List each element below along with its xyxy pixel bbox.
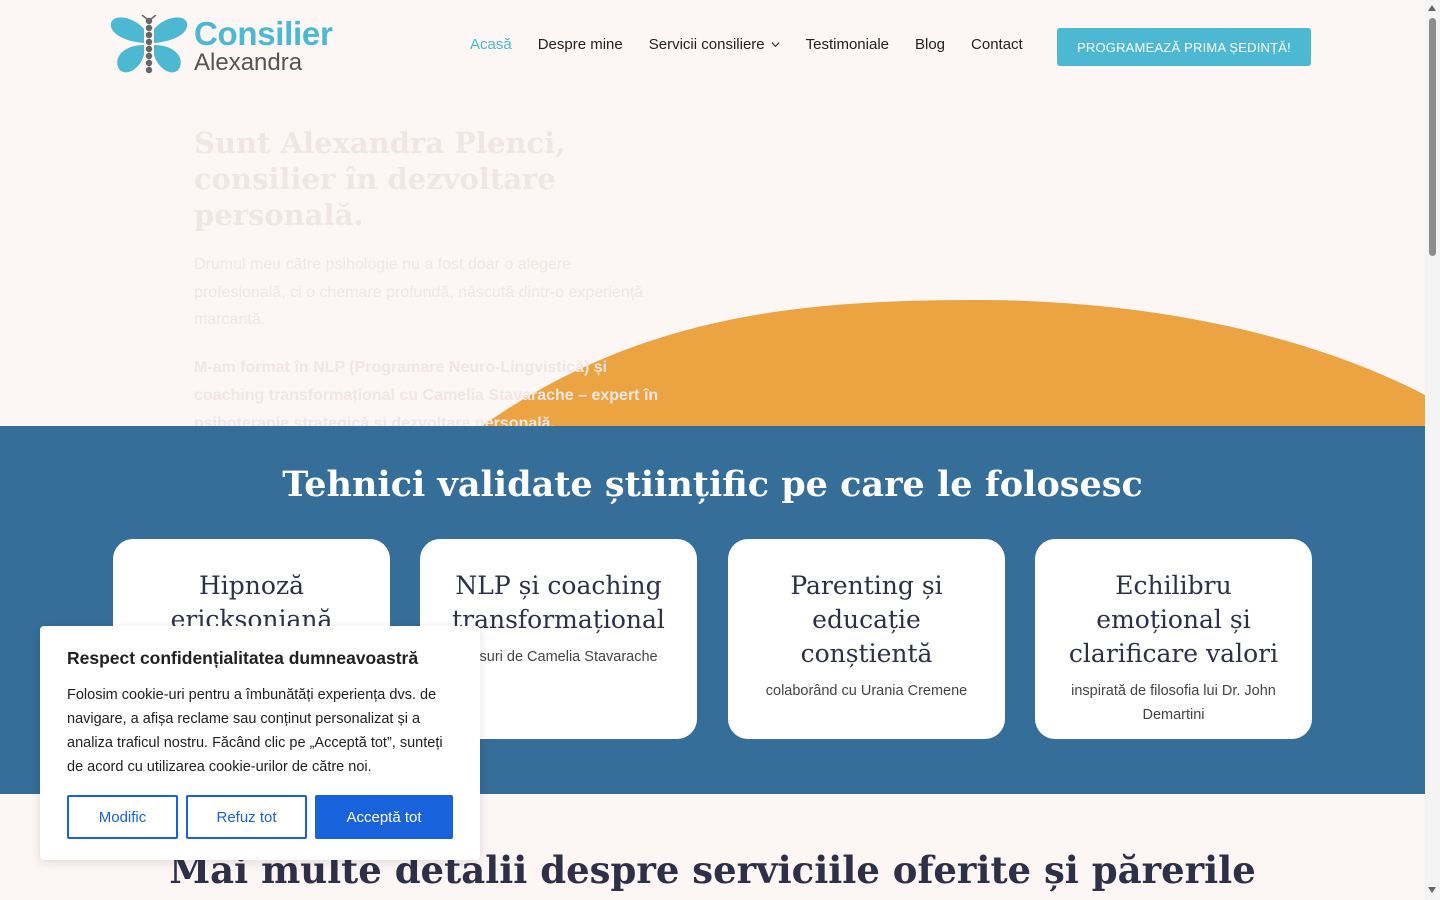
scroll-down-arrow-icon[interactable] <box>1428 887 1436 893</box>
page-scrollbar[interactable] <box>1425 0 1440 900</box>
techniques-title: Tehnici validate științific pe care le f… <box>282 464 1143 505</box>
technique-card-parenting: Parenting și educație conștientă colabor… <box>728 539 1005 739</box>
technique-card-title: NLP și coaching transformațional <box>452 571 665 634</box>
nav-item-services-label: Servicii consiliere <box>648 36 765 53</box>
cookie-description: Folosim cookie-uri pentru a îmbunătăți e… <box>67 687 443 775</box>
nav-item-home[interactable]: Acasă <box>470 36 512 53</box>
site-header: Consilier Alexandra Acasă Despre mine Se… <box>0 0 1425 95</box>
nav-item-services[interactable]: Servicii consiliere <box>649 36 780 53</box>
technique-card-title: Echilibru emoțional și clarificare valor… <box>1068 571 1279 668</box>
logo-subtitle: Alexandra <box>194 49 303 76</box>
site-logo[interactable]: Consilier Alexandra <box>108 14 338 78</box>
book-session-button[interactable]: PROGRAMEAZĂ PRIMA ȘEDINȚĂ! <box>1057 28 1311 66</box>
nav-item-blog[interactable]: Blog <box>915 36 946 53</box>
chevron-down-icon <box>771 42 780 48</box>
hero-arc-decoration <box>482 300 1425 426</box>
technique-card-title: Parenting și educație conștientă <box>790 571 943 668</box>
logo-title: Consilier <box>194 15 333 52</box>
hero-training-text: M-am format în NLP (Programare Neuro-Lin… <box>194 358 659 427</box>
cookie-customize-button[interactable]: Modific <box>67 795 178 839</box>
hero-intro-text: Drumul meu către psihologie nu a fost do… <box>194 256 644 328</box>
nav-item-contact[interactable]: Contact <box>971 36 1023 53</box>
scroll-up-arrow-icon[interactable] <box>1428 5 1436 11</box>
scrollbar-thumb[interactable] <box>1429 18 1436 256</box>
technique-card-subtitle: cursuri de Camelia Stavarache <box>459 649 658 665</box>
technique-card-subtitle: inspirată de filosofia lui Dr. John Dema… <box>1071 683 1276 723</box>
main-nav: Acasă Despre mine Servicii consiliere Te… <box>470 36 1049 53</box>
hero-section: Sunt Alexandra Plenci, consilier în dezv… <box>0 95 1425 426</box>
technique-card-subtitle: colaborând cu Urania Cremene <box>765 683 968 699</box>
cookie-reject-all-button[interactable]: Refuz tot <box>186 795 307 839</box>
cookie-consent-dialog: Respect confidențialitatea dumneavoastră… <box>40 626 480 860</box>
cookie-title: Respect confidențialitatea dumneavoastră <box>67 648 419 668</box>
nav-item-testimonials[interactable]: Testimoniale <box>805 36 889 53</box>
hero-title: Sunt Alexandra Plenci, consilier în dezv… <box>194 126 566 232</box>
technique-card-emotional-balance: Echilibru emoțional și clarificare valor… <box>1035 539 1312 739</box>
butterfly-logo-icon <box>110 15 188 74</box>
nav-item-about[interactable]: Despre mine <box>537 36 623 53</box>
cookie-accept-all-button[interactable]: Acceptă tot <box>315 795 453 839</box>
